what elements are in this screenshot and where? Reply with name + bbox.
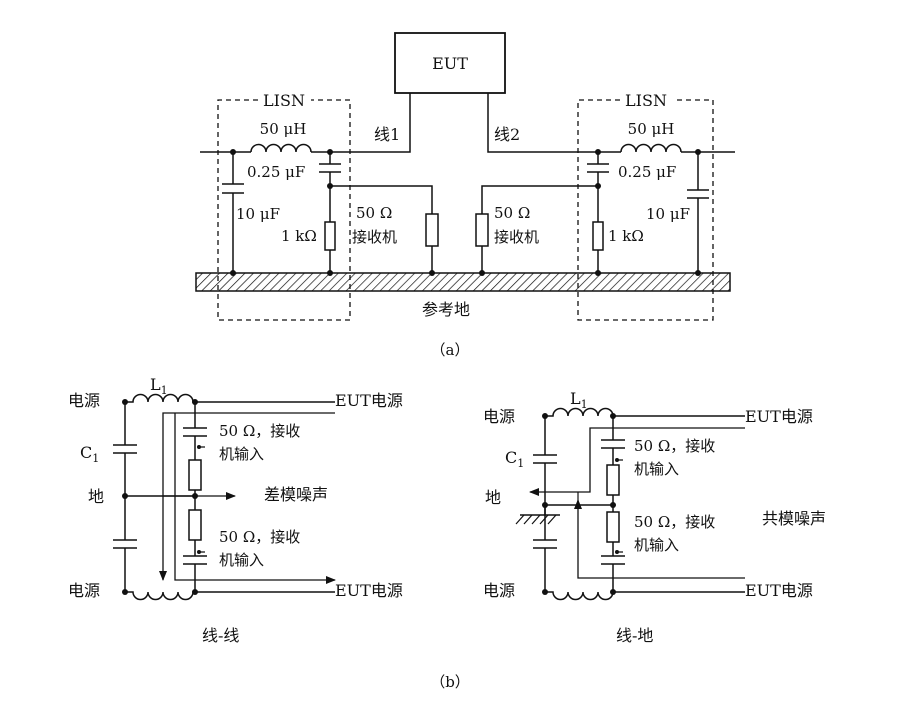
br-eut-top: EUT电源 xyxy=(745,407,813,426)
caption-b: （b） xyxy=(430,673,470,691)
cap-10uf-right xyxy=(687,152,709,273)
bl-rx-bottom-cap xyxy=(183,540,207,592)
bl-rx-top-label-1: 50 Ω，接收 xyxy=(219,422,300,440)
bl-capacitor-label: C1 xyxy=(80,443,99,465)
br-rx-top-cap xyxy=(601,416,625,465)
lisn-left: LISN 50 μH 10 μF 0.25 μF 1 kΩ xyxy=(217,91,439,321)
bl-power-top: 电源 xyxy=(68,391,100,410)
lisn-left-box xyxy=(217,99,351,321)
br-rx-bottom-resistor xyxy=(606,511,620,543)
resistor-1k-right xyxy=(592,221,604,251)
line2-label: 线2 xyxy=(494,125,520,144)
inductor-right-label: 50 μH xyxy=(628,120,675,138)
reference-ground-label: 参考地 xyxy=(422,300,470,319)
bl-rx-bottom-resistor xyxy=(188,509,202,541)
figure-a: EUT 线1 线2 参考地 LISN 50 μH 10 μF 0.25 μF xyxy=(195,32,735,359)
cap-10uf-left-label: 10 μF xyxy=(236,205,280,223)
bl-noise-label: 差模噪声 xyxy=(264,485,328,504)
inductor-right xyxy=(620,143,682,153)
bl-rx-bot-label-2: 机输入 xyxy=(219,551,264,569)
lisn-left-label: LISN xyxy=(263,91,305,110)
resistor-1k-left xyxy=(324,221,336,251)
receiver-left-wire xyxy=(330,185,433,214)
bl-noise-path-top xyxy=(159,412,335,581)
receiver-right-wire xyxy=(481,185,598,214)
br-c1-caps xyxy=(533,416,557,592)
lisn-right-label: LISN xyxy=(625,91,667,110)
bl-rx-top-cap xyxy=(183,402,207,460)
br-bottom-rail xyxy=(545,591,745,601)
bl-eut-top: EUT电源 xyxy=(335,391,403,410)
bl-eut-bottom: EUT电源 xyxy=(335,581,403,600)
br-noise-path-top xyxy=(529,427,745,496)
line1-label: 线1 xyxy=(374,125,400,144)
receiver-left-label-2: 接收机 xyxy=(352,228,397,246)
cap-10uf-right-label: 10 μF xyxy=(646,205,690,223)
figure-b-line-ground: 电源 电源 地 L1 C1 EUT电源 EUT电源 xyxy=(483,389,826,645)
reference-ground-plane xyxy=(195,272,731,292)
br-caption: 线-地 xyxy=(616,626,653,645)
br-eut-bottom: EUT电源 xyxy=(745,581,813,600)
br-rx-top-label-2: 机输入 xyxy=(634,460,679,478)
receiver-right-resistor xyxy=(475,213,489,247)
bl-rx-bot-label-1: 50 Ω，接收 xyxy=(219,528,300,546)
bl-rx-top-label-2: 机输入 xyxy=(219,445,264,463)
figure-b-line-line: 电源 电源 地 L1 C1 EUT电源 EUT电源 50 Ω，接收 xyxy=(68,375,403,645)
caption-a: （a） xyxy=(431,341,470,359)
br-power-top: 电源 xyxy=(483,407,515,426)
bl-noise-path-bottom xyxy=(174,413,336,584)
br-inductor-label: L1 xyxy=(570,389,588,411)
br-rx-top-label-1: 50 Ω，接收 xyxy=(634,437,715,455)
inductor-left xyxy=(250,143,312,153)
bl-inductor-label: L1 xyxy=(150,375,168,397)
receiver-left-label-1: 50 Ω xyxy=(356,204,392,222)
br-noise-label: 共模噪声 xyxy=(762,509,826,528)
br-rx-bottom-cap xyxy=(601,542,625,592)
br-rx-bot-label-1: 50 Ω，接收 xyxy=(634,513,715,531)
eut-label: EUT xyxy=(432,54,468,73)
br-ground: 地 xyxy=(485,488,501,507)
receiver-right-label-1: 50 Ω xyxy=(494,204,530,222)
eut-box xyxy=(394,32,506,94)
resistor-1k-left-label: 1 kΩ xyxy=(281,227,317,245)
bl-top-rail xyxy=(125,393,335,403)
br-top-rail xyxy=(545,407,745,417)
cap-025uf-left-label: 0.25 μF xyxy=(247,163,305,181)
lisn-right: LISN 50 μH 0.25 μF 1 kΩ 10 μF 50 Ω xyxy=(475,91,714,321)
bl-ground: 地 xyxy=(88,487,104,506)
receiver-right-label-2: 接收机 xyxy=(494,228,539,246)
bl-bottom-rail xyxy=(125,591,335,601)
cap-025uf-right-label: 0.25 μF xyxy=(618,163,676,181)
bl-caption: 线-线 xyxy=(202,626,239,645)
cap-025uf-right xyxy=(587,152,609,222)
br-noise-path-bottom xyxy=(574,499,745,579)
br-rx-top-resistor xyxy=(606,464,620,496)
bl-power-bottom: 电源 xyxy=(68,581,100,600)
cap-10uf-left xyxy=(222,152,244,273)
br-power-bottom: 电源 xyxy=(483,581,515,600)
bl-rx-top-resistor xyxy=(188,459,202,491)
lisn-right-box xyxy=(577,99,714,321)
line2-wire xyxy=(487,93,735,153)
br-ground-symbol xyxy=(520,505,560,516)
br-rx-bot-label-2: 机输入 xyxy=(634,536,679,554)
cap-025uf-left xyxy=(319,152,341,222)
resistor-1k-right-label: 1 kΩ xyxy=(608,227,644,245)
inductor-left-label: 50 μH xyxy=(260,120,307,138)
receiver-left-resistor xyxy=(425,213,439,247)
br-capacitor-label: C1 xyxy=(505,448,524,470)
